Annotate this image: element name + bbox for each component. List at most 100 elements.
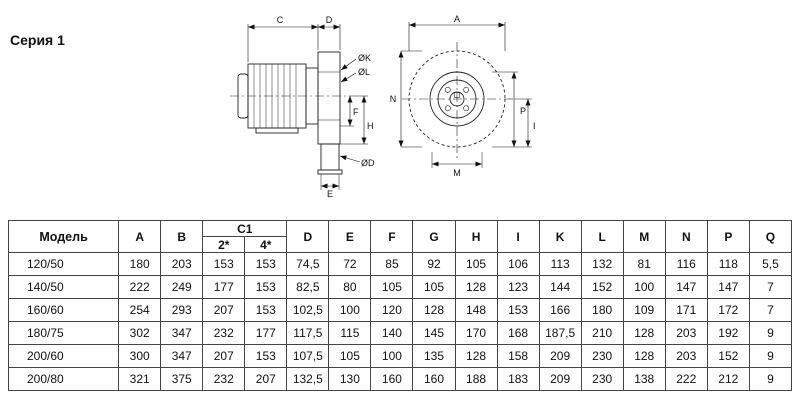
dimension-cell: 300 [118,344,162,368]
dimension-cell: 120 [370,298,414,322]
dimension-cell: 153 [244,252,288,276]
col-header-b: B [160,220,204,253]
dimension-cell: 100 [328,298,372,322]
col-header-f: F [370,220,414,253]
motor-foot [255,127,299,134]
dimension-cell: 74,5 [286,252,330,276]
dimension-cell: 130 [328,367,372,391]
dim-label-phi-d: ØD [361,158,375,168]
dimension-cell: 160 [370,367,414,391]
dim-label-e: E [327,189,333,199]
dimension-cell: 203 [664,344,708,368]
dimension-cell: 106 [496,252,540,276]
dimension-cell: 203 [160,252,204,276]
hub [449,91,465,107]
dimension-cell: 105 [412,275,456,299]
dimension-cell: 192 [706,321,750,345]
dimension-cell: 203 [664,321,708,345]
col-header-c1-group: C1 [202,220,288,237]
dimension-cell: 347 [160,344,204,368]
col-header-l: L [580,220,624,253]
dimension-cell: 85 [370,252,414,276]
col-header-i: I [496,220,540,253]
dimension-cell: 158 [496,344,540,368]
dimension-cell: 212 [706,367,750,391]
col-header-d: D [286,220,330,253]
col-header-c1-2: 2* [202,236,246,253]
dimension-cell: 160 [412,367,456,391]
dimension-cell: 118 [706,252,750,276]
scroll-housing [408,50,506,148]
dimension-cell: 5,5 [748,252,793,276]
dimension-cell: 207 [202,298,246,322]
dimension-cell: 177 [244,321,288,345]
dim-label-i: I [533,121,536,131]
model-cell: 200/80 [7,367,120,391]
front-view-dimensions [398,22,532,168]
dim-label-phi-l: ØL [358,67,370,77]
outlet-flange [317,169,343,175]
model-cell: 140/50 [7,275,120,299]
model-cell: 180/75 [7,321,120,345]
dimension-cell: 105 [370,275,414,299]
dimension-cell: 117,5 [286,321,330,345]
dimension-cell: 222 [664,367,708,391]
dimension-cell: 232 [202,321,246,345]
dimension-cell: 210 [580,321,624,345]
dimension-cell: 180 [580,298,624,322]
col-header-c1-4: 4* [244,236,288,253]
dimension-cell: 9 [748,321,793,345]
dimension-cell: 249 [160,275,204,299]
dimension-cell: 9 [748,367,793,391]
dimension-cell: 81 [622,252,666,276]
dimension-cell: 7 [748,275,793,299]
dimension-cell: 254 [118,298,162,322]
dimension-cell: 132,5 [286,367,330,391]
dimension-cell: 321 [118,367,162,391]
dimension-cell: 80 [328,275,372,299]
dimension-cell: 128 [412,298,456,322]
dim-label-phi-k: ØK [358,53,371,63]
dimension-cell: 153 [244,298,288,322]
dim-label-n: N [390,94,397,104]
model-cell: 200/60 [7,344,120,368]
side-view-dimensions [247,24,368,190]
dimension-cell: 152 [706,344,750,368]
dimension-cell: 302 [118,321,162,345]
dimension-cell: 128 [454,344,498,368]
dimension-cell: 166 [538,298,582,322]
dimension-cell: 115 [328,321,372,345]
dim-label-a: A [454,14,460,24]
dimension-cell: 168 [496,321,540,345]
dimension-cell: 180 [118,252,162,276]
fan-dimension-drawing: C D ØK ØL F H E ØD [222,14,552,210]
dimension-cell: 347 [160,321,204,345]
dimension-cell: 140 [370,321,414,345]
dimension-cell: 107,5 [286,344,330,368]
front-view-labels: A N P I M [390,14,536,178]
dimension-cell: 153 [202,252,246,276]
dimension-cell: 375 [160,367,204,391]
dimension-cell: 153 [244,344,288,368]
dimension-cell: 222 [118,275,162,299]
col-header-a: A [118,220,162,253]
dimension-cell: 293 [160,298,204,322]
dimension-cell: 116 [664,252,708,276]
dimension-cell: 113 [538,252,582,276]
dimension-cell: 171 [664,298,708,322]
outlet-duct [320,143,340,171]
col-header-model: Модель [7,220,120,253]
front-view [402,42,514,160]
side-view-labels: C D ØK ØL F H E ØD [277,15,375,199]
dimension-cell: 145 [412,321,456,345]
side-view [230,51,354,175]
dimension-cell: 132 [580,252,624,276]
dimension-cell: 209 [538,344,582,368]
dimension-cell: 82,5 [286,275,330,299]
col-header-k: K [538,220,582,253]
dimension-cell: 9 [748,344,793,368]
dimension-cell: 105 [454,252,498,276]
